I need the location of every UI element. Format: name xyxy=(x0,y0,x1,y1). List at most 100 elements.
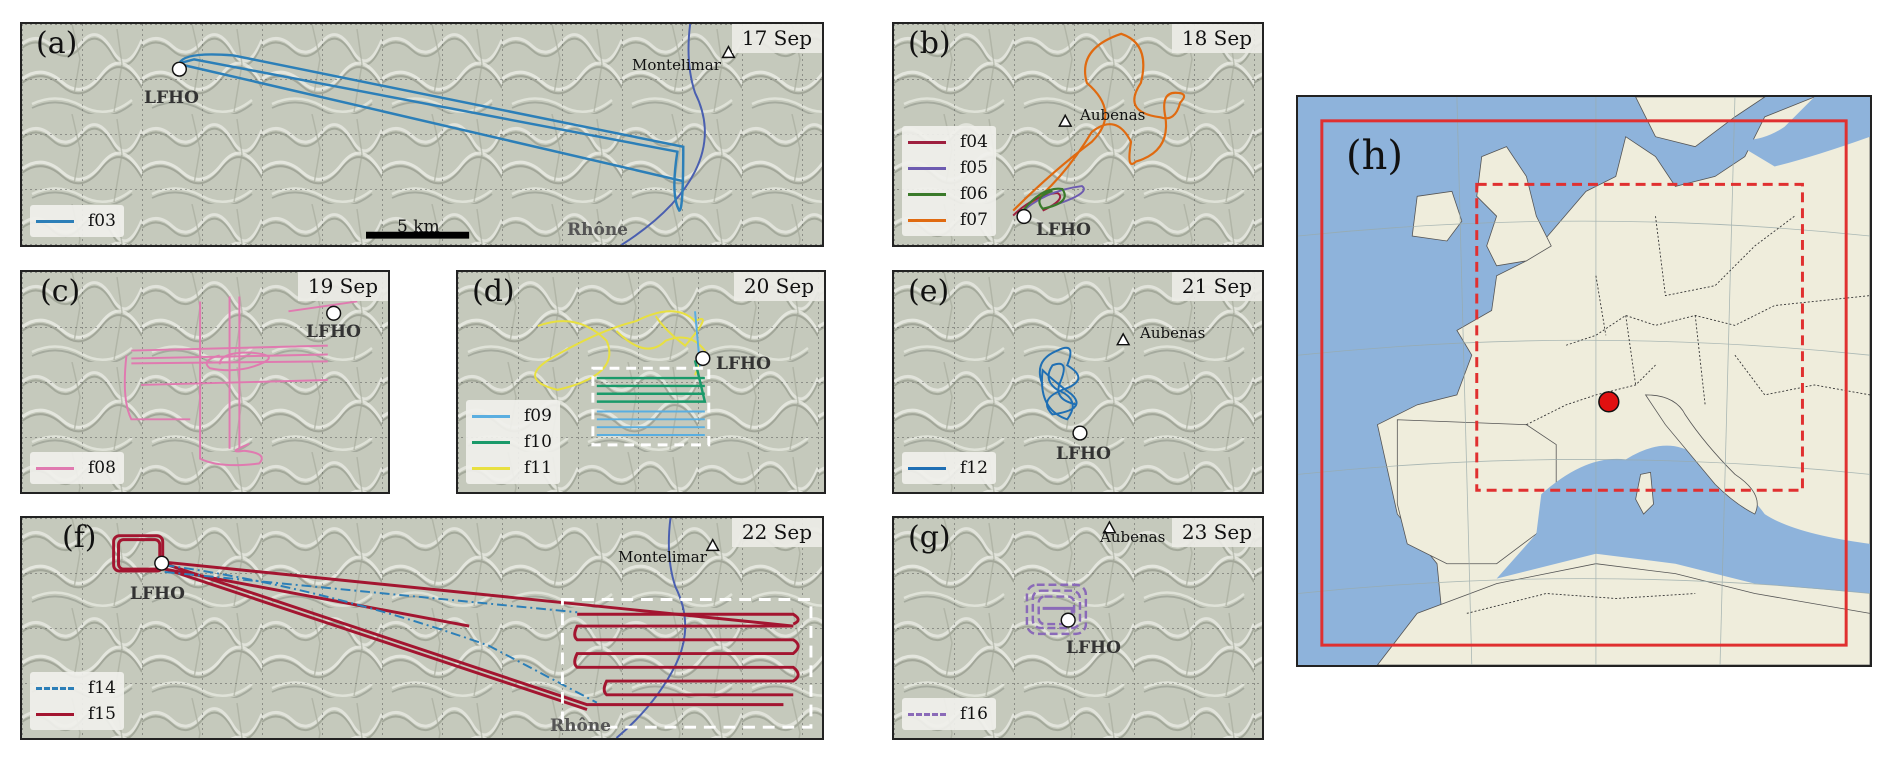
graticule xyxy=(1298,97,1870,665)
flight-tracks xyxy=(1025,520,1117,636)
legend: f12 xyxy=(902,452,996,484)
legend: f04 f05 f06 f07 xyxy=(902,126,996,236)
legend: f08 xyxy=(30,452,124,484)
legend: f14 f15 xyxy=(30,672,124,730)
europe-map xyxy=(1298,97,1870,665)
track-f05 xyxy=(1017,185,1085,217)
legend-label: f05 xyxy=(960,158,988,178)
airport-label: LFHO xyxy=(1036,220,1091,240)
legend-swatch xyxy=(472,440,510,444)
legend-swatch xyxy=(908,140,946,144)
legend-swatch xyxy=(908,466,946,470)
terrain-background xyxy=(458,272,824,492)
legend-label: f16 xyxy=(960,704,988,724)
legend-item: f10 xyxy=(472,429,552,455)
airport-label: LFHO xyxy=(1066,638,1121,658)
legend-swatch xyxy=(908,166,946,170)
sea-baltic xyxy=(1725,97,1870,167)
track-f03-return xyxy=(184,64,684,183)
panel-label: (e) xyxy=(908,274,950,309)
legend-item: f16 xyxy=(908,701,988,727)
legend-label: f12 xyxy=(960,458,988,478)
legend-item: f15 xyxy=(36,701,116,727)
lfho-marker xyxy=(1016,208,1032,225)
land-britain xyxy=(1476,146,1552,267)
legend-swatch xyxy=(472,466,510,470)
panel-label: (f) xyxy=(62,520,97,555)
town-label: Aubenas xyxy=(1140,324,1206,342)
lfho-marker xyxy=(171,61,188,77)
track-f12 xyxy=(1038,346,1080,421)
flight-tracks xyxy=(1012,32,1186,225)
date-label: 20 Sep xyxy=(733,272,824,301)
aubenas-marker xyxy=(1102,520,1117,534)
site-marker xyxy=(1598,391,1620,413)
land-africa xyxy=(1376,563,1870,665)
legend-item: f04 xyxy=(908,129,988,155)
legend-label: f07 xyxy=(960,210,988,230)
montelimar-marker xyxy=(721,45,736,59)
river-rhone xyxy=(620,24,706,245)
legend-item: f06 xyxy=(908,181,988,207)
track-f09 xyxy=(596,311,706,437)
date-label: 18 Sep xyxy=(1171,24,1262,53)
panel-a: (a) 17 Sep LFHO Montelimar Rhône 5 km f0… xyxy=(20,22,824,247)
legend: f09 f10 f11 xyxy=(466,400,560,484)
panel-e: (e) 21 Sep LFHO Aubenas f12 xyxy=(892,270,1264,494)
sea-mediterranean xyxy=(1496,445,1870,594)
legend-item: f11 xyxy=(472,455,552,481)
lfho-marker xyxy=(326,305,342,321)
legend-label: f15 xyxy=(88,704,116,724)
legend-swatch xyxy=(36,466,74,470)
track-f14 xyxy=(164,564,598,704)
legend-item: f05 xyxy=(908,155,988,181)
lfho-marker xyxy=(1060,612,1076,628)
legend-item: f12 xyxy=(908,455,988,481)
legend-label: f03 xyxy=(88,211,116,231)
town-label: Aubenas xyxy=(1100,528,1166,546)
date-label: 22 Sep xyxy=(731,518,822,547)
panel-h: (h) xyxy=(1296,95,1872,667)
legend-label: f09 xyxy=(524,406,552,426)
track-f08 xyxy=(123,296,358,467)
legend: f03 xyxy=(30,205,124,237)
airport-label: LFHO xyxy=(306,322,361,342)
date-label: 23 Sep xyxy=(1171,518,1262,547)
legend-swatch xyxy=(472,414,510,418)
flight-tracks xyxy=(112,518,813,738)
legend-item: f09 xyxy=(472,403,552,429)
date-label: 21 Sep xyxy=(1171,272,1262,301)
airport-label: LFHO xyxy=(1056,444,1111,464)
outer-domain xyxy=(1320,119,1848,647)
panel-label: (c) xyxy=(40,274,81,309)
track-f06 xyxy=(1022,187,1066,212)
legend-label: f04 xyxy=(960,132,988,152)
panel-b: (b) 18 Sep LFHO Aubenas f04 f05 f06 f07 xyxy=(892,22,1264,247)
terrain-background xyxy=(22,518,822,738)
montelimar-marker xyxy=(705,538,720,552)
lfho-marker xyxy=(695,350,711,367)
flight-tracks xyxy=(1038,332,1131,441)
inner-domain xyxy=(1475,182,1804,492)
legend-label: f14 xyxy=(88,678,116,698)
airport-label: LFHO xyxy=(716,354,771,374)
aubenas-marker xyxy=(1058,113,1073,127)
legend-item: f03 xyxy=(36,208,116,234)
legend: f16 xyxy=(902,698,996,730)
panel-label: (d) xyxy=(472,274,515,309)
flight-tracks xyxy=(171,24,736,245)
legend-swatch xyxy=(908,218,946,222)
focus-box xyxy=(560,598,813,729)
legend-swatch xyxy=(36,219,74,223)
airport-label: LFHO xyxy=(144,88,199,108)
legend-label: f10 xyxy=(524,432,552,452)
scale-label: 5 km xyxy=(397,217,440,237)
panel-label: (b) xyxy=(908,26,951,61)
track-f15 xyxy=(112,534,800,711)
legend-swatch xyxy=(36,686,74,690)
land-corsica xyxy=(1635,471,1654,515)
date-label: 17 Sep xyxy=(731,24,822,53)
flight-tracks xyxy=(123,296,358,467)
focus-box xyxy=(591,366,711,447)
panel-c: (c) 19 Sep LFHO f08 xyxy=(20,270,390,494)
